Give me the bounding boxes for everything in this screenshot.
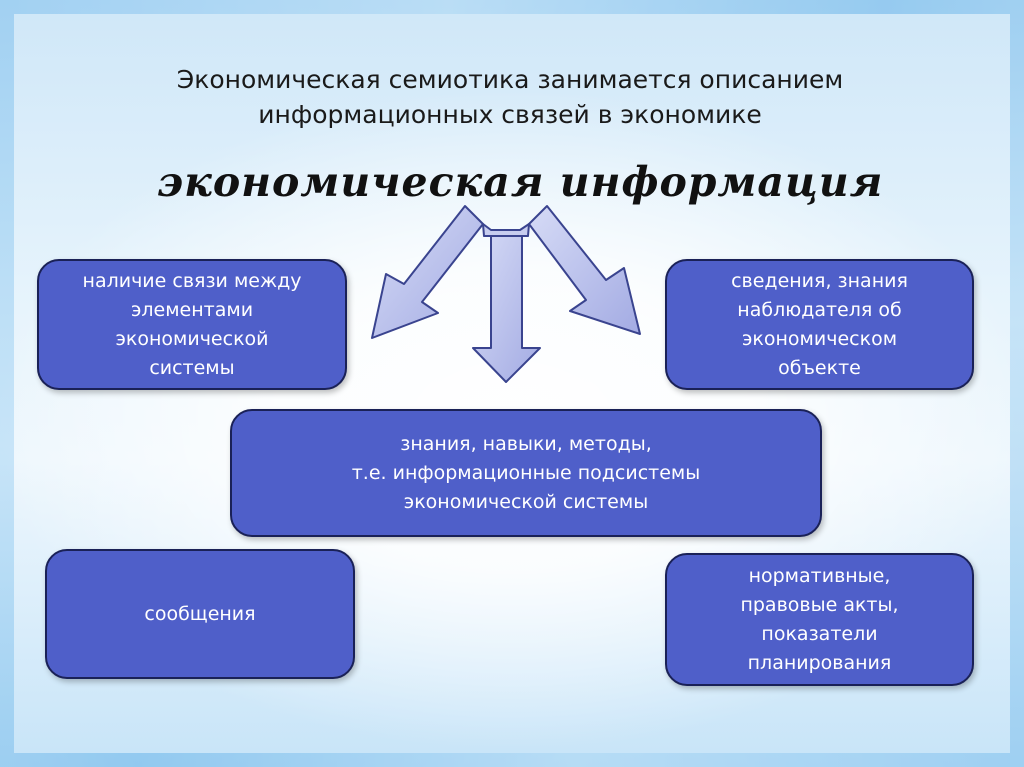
box-observer-knowledge: сведения, знания наблюдателя об экономич… [665, 259, 974, 390]
box-regulatory-acts: нормативные, правовые акты, показатели п… [665, 553, 974, 686]
heading-line-1: Экономическая семиотика занимается описа… [176, 65, 844, 94]
box-messages: сообщения [45, 549, 355, 679]
box-connection-elements: наличие связи между элементами экономиче… [37, 259, 347, 390]
box-information-subsystems: знания, навыки, методы, т.е. информацион… [230, 409, 822, 537]
arrow-junction [482, 223, 530, 237]
slide-subtitle: экономическая информация [156, 158, 884, 206]
heading-line-2: информационных связей в экономике [258, 100, 762, 129]
arrows-diagram [371, 205, 641, 383]
arrow-down [472, 235, 541, 383]
arrow-right [528, 205, 641, 335]
slide-heading: Экономическая семиотика занимается описа… [100, 62, 920, 132]
arrow-left [371, 205, 484, 339]
